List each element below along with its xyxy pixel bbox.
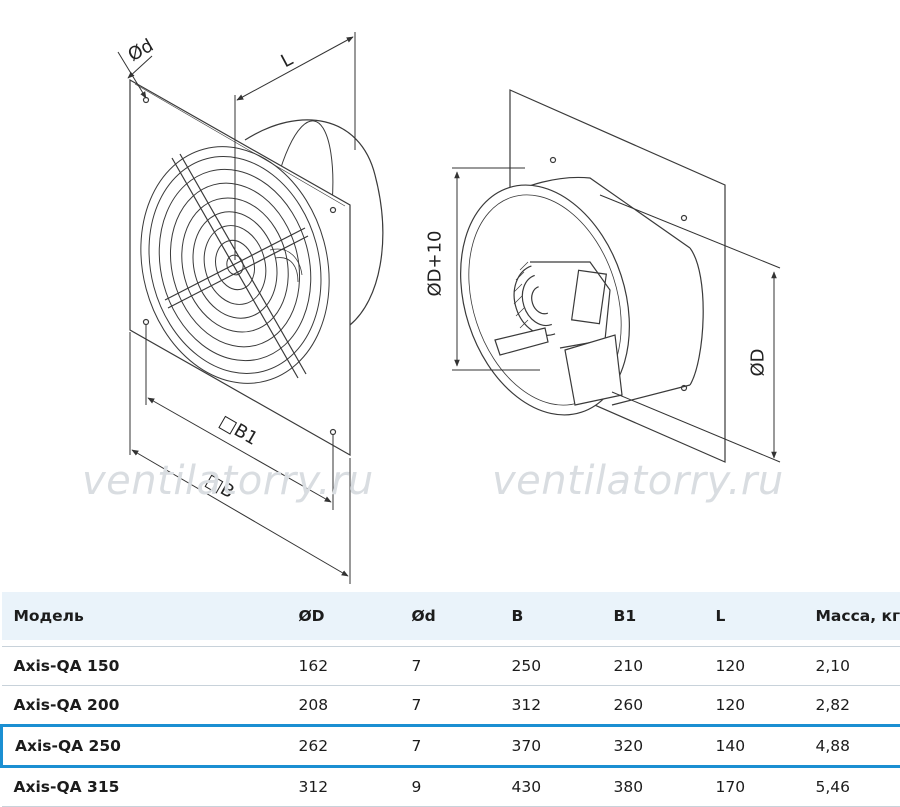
cell-model: Axis-QA 315 <box>2 767 287 807</box>
cell-d: 7 <box>400 647 500 686</box>
header-d: Ød <box>400 592 500 640</box>
cell-B: 370 <box>500 726 602 767</box>
cell-B: 250 <box>500 647 602 686</box>
watermark-right: ventilatorry.ru <box>492 458 784 504</box>
table-header-row: Модель ØD Ød B B1 L Масса, кг <box>2 592 900 640</box>
cell-L: 140 <box>704 726 804 767</box>
cell-model: Axis-QA 200 <box>2 686 287 726</box>
cell-d: 7 <box>400 726 500 767</box>
cell-d: 7 <box>400 686 500 726</box>
cell-mass: 5,46 <box>804 767 900 807</box>
header-mass: Масса, кг <box>804 592 900 640</box>
table-row: Axis-QA 315 312 9 430 380 170 5,46 <box>2 767 900 807</box>
cell-B1: 380 <box>602 767 704 807</box>
cell-B: 430 <box>500 767 602 807</box>
cell-mass: 2,82 <box>804 686 900 726</box>
cell-mass: 4,88 <box>804 726 900 767</box>
cell-B: 312 <box>500 686 602 726</box>
cell-model: Axis-QA 150 <box>2 647 287 686</box>
cell-D: 162 <box>287 647 400 686</box>
cell-L: 120 <box>704 686 804 726</box>
front-view-fan <box>115 80 383 455</box>
header-B: B <box>500 592 602 640</box>
cell-D: 262 <box>287 726 400 767</box>
table-row: Axis-QA 150 162 7 250 210 120 2,10 <box>2 647 900 686</box>
header-model: Модель <box>2 592 287 640</box>
dim-label-D10: ØD+10 <box>425 230 446 296</box>
dim-label-D: ØD <box>748 348 769 376</box>
watermark-left: ventilatorry.ru <box>82 458 374 504</box>
rear-view-fan <box>432 90 725 462</box>
cell-L: 120 <box>704 647 804 686</box>
cell-B1: 320 <box>602 726 704 767</box>
cell-D: 312 <box>287 767 400 807</box>
cell-L: 170 <box>704 767 804 807</box>
cell-mass: 2,10 <box>804 647 900 686</box>
specs-table: Модель ØD Ød B B1 L Масса, кг Axis-QA 15… <box>0 592 900 807</box>
cell-d: 9 <box>400 767 500 807</box>
cell-D: 208 <box>287 686 400 726</box>
header-B1: B1 <box>602 592 704 640</box>
table-row-highlighted: Axis-QA 250 262 7 370 320 140 4,88 <box>2 726 900 767</box>
cell-model: Axis-QA 250 <box>2 726 287 767</box>
cell-B1: 260 <box>602 686 704 726</box>
table-row: Axis-QA 200 208 7 312 260 120 2,82 <box>2 686 900 726</box>
cell-B1: 210 <box>602 647 704 686</box>
header-D: ØD <box>287 592 400 640</box>
header-L: L <box>704 592 804 640</box>
